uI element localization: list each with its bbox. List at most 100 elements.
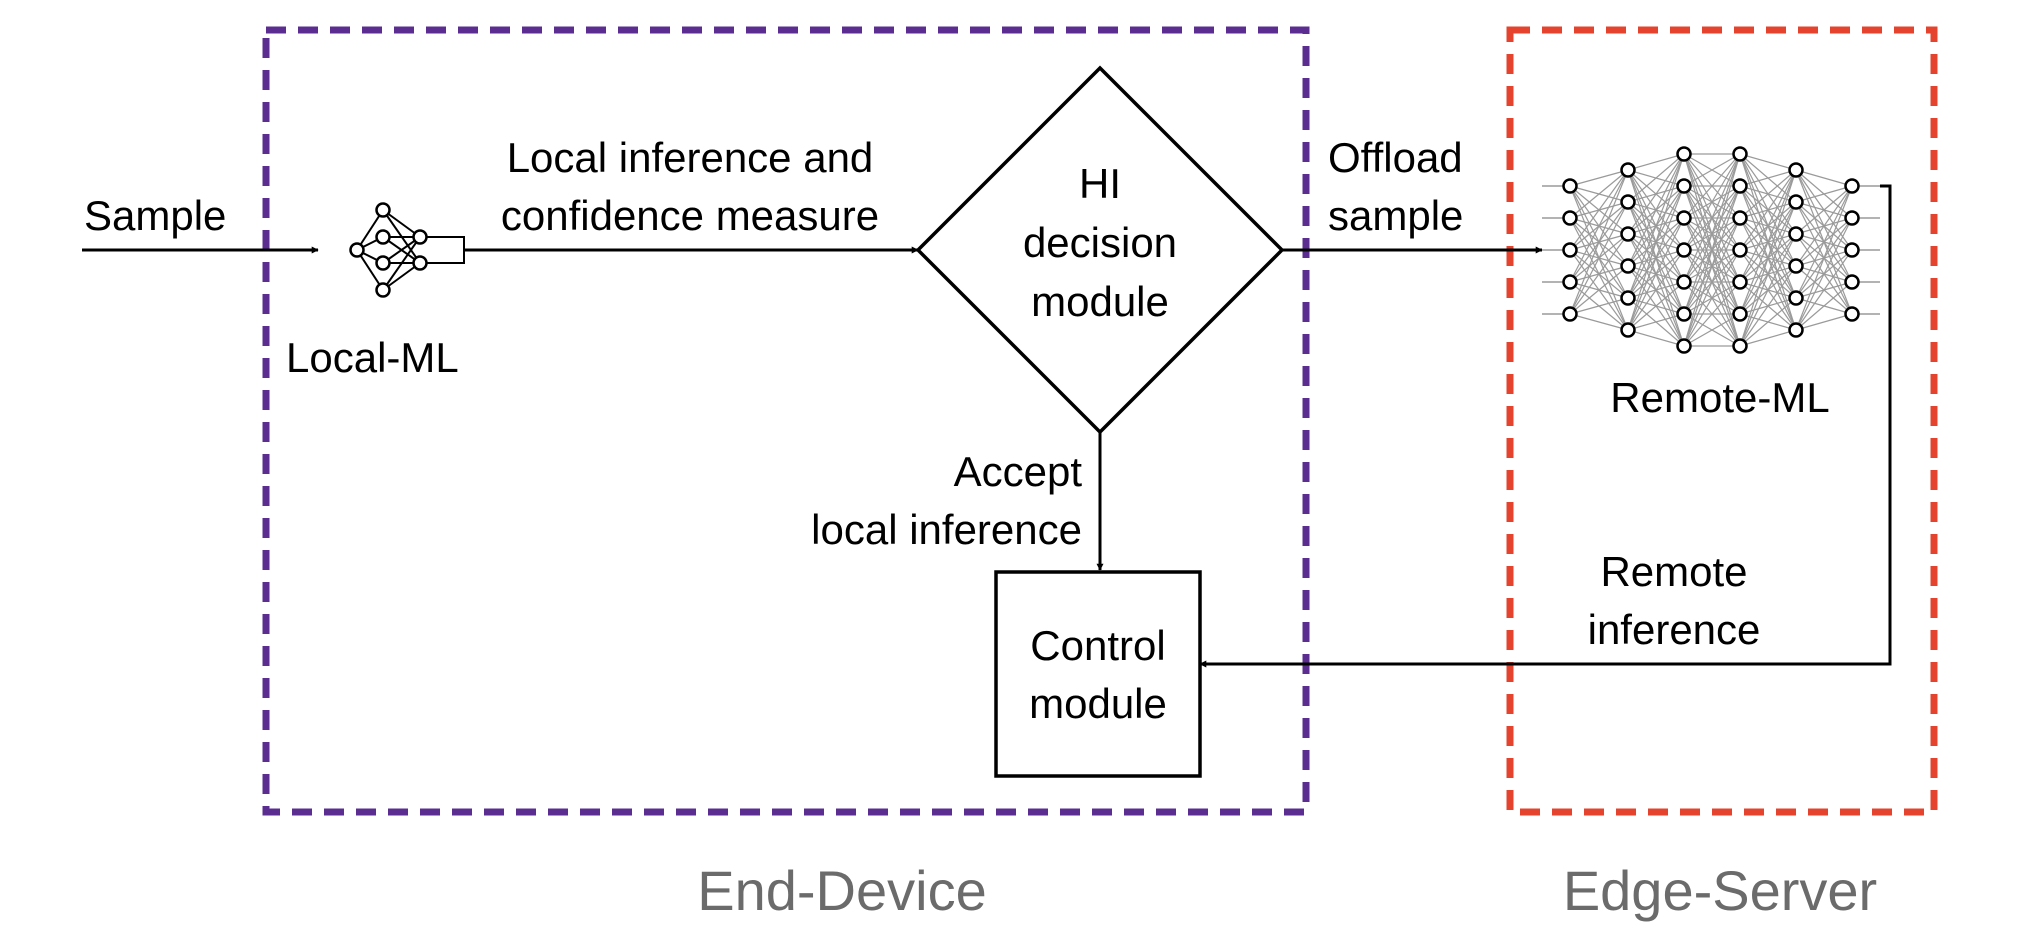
network-node (1676, 210, 1692, 226)
hi-decision-line3: module (1031, 278, 1169, 325)
sample-label: Sample (84, 192, 226, 239)
network-node (1788, 194, 1804, 210)
network-edge (1795, 185, 1853, 203)
remote-ml-label: Remote-ML (1610, 374, 1829, 421)
network-node (1620, 194, 1636, 210)
small-neural-network-icon (349, 202, 465, 298)
network-edge (1627, 153, 1685, 331)
network-node (1562, 274, 1578, 290)
network-node (412, 255, 428, 271)
offload-sample-label-line2: sample (1328, 192, 1463, 239)
network-edge (1683, 185, 1741, 347)
network-node (1676, 306, 1692, 322)
network-edge (1739, 169, 1797, 187)
network-edge (1683, 249, 1741, 347)
hi-decision-line2: decision (1023, 219, 1177, 266)
network-edge (1795, 185, 1853, 331)
network-edge (1739, 169, 1797, 219)
network-node (1620, 162, 1636, 178)
network-edge (1627, 153, 1685, 203)
network-edge (1795, 185, 1853, 299)
network-edge (1569, 297, 1629, 315)
network-node (1788, 258, 1804, 274)
remote-inference-label-line2: inference (1588, 606, 1761, 653)
network-edge (1739, 169, 1797, 347)
end-device-caption: End-Device (697, 859, 986, 922)
network-edge (1569, 233, 1629, 315)
network-node (1620, 290, 1636, 306)
network-edge (1795, 169, 1853, 187)
network-node (1620, 322, 1636, 338)
network-edge (1795, 249, 1853, 331)
network-edge (1739, 201, 1797, 347)
network-edge (1739, 297, 1797, 347)
network-node (375, 229, 391, 245)
control-module-line2: module (1029, 680, 1167, 727)
network-node (1788, 290, 1804, 306)
network-edge (1683, 281, 1741, 347)
network-edge (1683, 153, 1741, 315)
network-node (1676, 178, 1692, 194)
network-edge (1683, 153, 1741, 219)
local-ml-label: Local-ML (286, 334, 459, 381)
network-edge (1739, 169, 1797, 283)
remote-inference-label-line1: Remote (1600, 548, 1747, 595)
network-node (1676, 242, 1692, 258)
network-node (1844, 242, 1860, 258)
network-output-bracket (426, 236, 465, 264)
network-node (1676, 274, 1692, 290)
network-node (412, 229, 428, 245)
network-node (1676, 338, 1692, 354)
network-edge (1795, 185, 1853, 267)
network-edge (1683, 153, 1741, 251)
network-node (1844, 274, 1860, 290)
network-node (1844, 178, 1860, 194)
local-inference-label-line2: confidence measure (501, 192, 879, 239)
accept-label-line2: local inference (811, 506, 1082, 553)
network-edge (1627, 313, 1685, 331)
edge-server-boundary (1506, 26, 1938, 816)
network-edge (1795, 313, 1853, 331)
network-node (1732, 274, 1748, 290)
network-edge (1627, 153, 1685, 299)
network-edge (1739, 169, 1797, 315)
network-edge (356, 209, 384, 251)
network-edge (1627, 185, 1685, 331)
network-edge (1627, 153, 1685, 235)
large-neural-network-icon (1542, 146, 1880, 354)
network-node (1732, 338, 1748, 354)
network-node (1788, 226, 1804, 242)
network-edge (1739, 153, 1797, 171)
network-edge (1569, 201, 1629, 315)
network-edge (1683, 313, 1741, 347)
edge-server-caption: Edge-Server (1563, 859, 1877, 922)
network-node (375, 255, 391, 271)
network-edge (1627, 217, 1685, 331)
network-edge (1569, 169, 1629, 187)
hi-decision-line1: HI (1079, 160, 1121, 207)
network-edge (1739, 169, 1797, 251)
network-edge (1683, 153, 1741, 187)
control-module-shape (994, 570, 1202, 778)
network-node (1788, 162, 1804, 178)
network-edge (1795, 185, 1853, 235)
network-node (375, 282, 391, 298)
network-node (1562, 242, 1578, 258)
control-module-line1: Control (1030, 622, 1165, 669)
network-edge (1569, 169, 1629, 251)
network-node (1562, 306, 1578, 322)
network-node (375, 202, 391, 218)
network-node (1732, 242, 1748, 258)
network-node (1562, 210, 1578, 226)
network-node (1844, 306, 1860, 322)
network-node (349, 242, 365, 258)
network-edge (1627, 249, 1685, 331)
network-edge (1569, 169, 1629, 315)
network-edge (1683, 217, 1741, 347)
network-edge (1627, 153, 1685, 267)
network-node (1788, 322, 1804, 338)
network-edge (1569, 265, 1629, 315)
network-edge (1627, 153, 1685, 171)
network-edge (1683, 153, 1741, 283)
